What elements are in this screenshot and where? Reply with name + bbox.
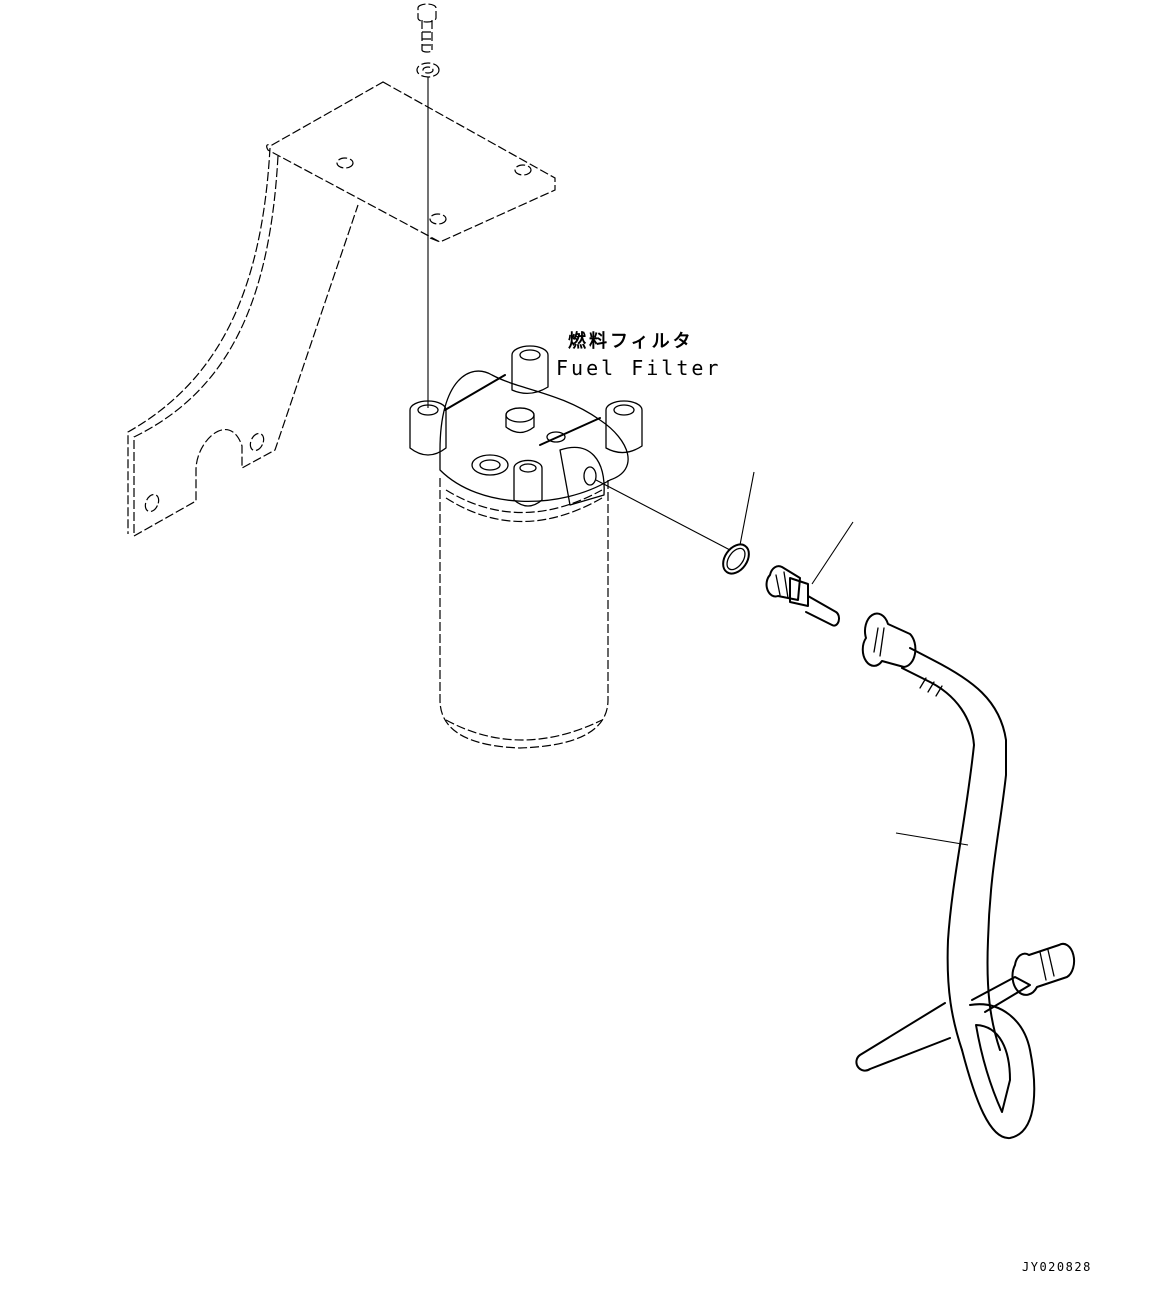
part-label-jp: 燃料フィルタ — [568, 331, 694, 352]
fuel-hose-icon — [855, 612, 1076, 1140]
drawing-number: JY020828 — [1022, 1260, 1092, 1274]
leader-line-hose — [895, 832, 969, 846]
leader-line — [595, 479, 731, 551]
leader-line-connector — [811, 521, 854, 585]
bolt-icon — [417, 3, 437, 53]
filter-cartridge-icon — [439, 478, 609, 749]
part-label-en: Fuel Filter — [556, 356, 722, 380]
connector-icon — [765, 565, 841, 627]
leader-line-oring — [739, 471, 755, 546]
o-ring-icon — [722, 543, 750, 575]
bracket-icon — [127, 81, 556, 537]
washer-icon — [416, 62, 440, 78]
filter-head-icon — [409, 345, 643, 507]
